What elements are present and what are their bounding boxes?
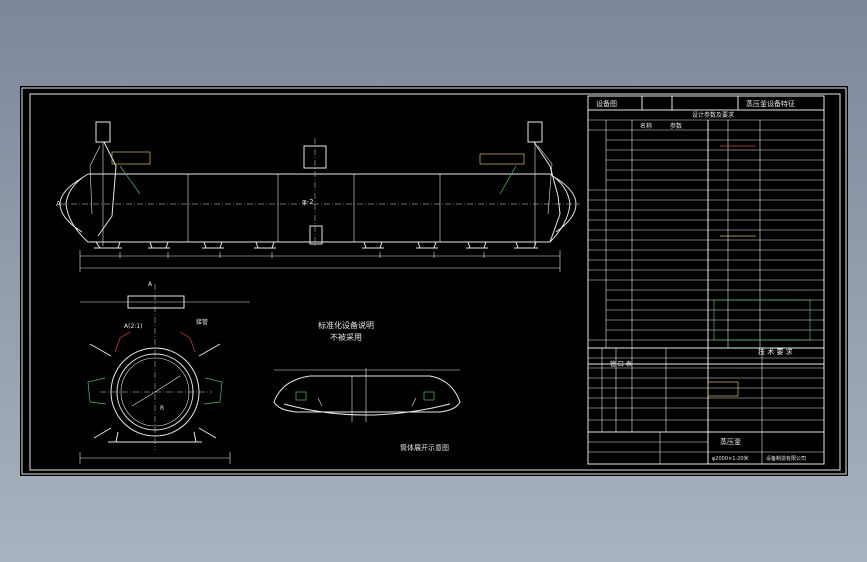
saddle-supports [94,241,538,249]
left-hatch-detail [111,151,151,165]
autoclave-cross-section-view: A A(2:1) 接管 R [79,281,250,464]
technical-notes-title: 技 术 要 求 [758,347,793,356]
shell-developed-view: 标准化设备说明 不被采用 筒体展开示意图 [273,320,461,452]
sheet-inner-border [29,93,841,471]
right-door-crane-post [527,121,543,143]
view-marker-top: A [148,281,153,288]
section-title-sub: 不被采用 [330,332,362,342]
cad-drawing-sheet[interactable]: φ-2 A [20,86,848,476]
table-col-b: 参数 [670,122,682,130]
drawing-canvas: φ-2 A [21,87,847,475]
title-block-drawing-number: φ2000×1-20米 [712,455,749,462]
nozzle-table: 管 口 表 [587,347,825,433]
title-block-company: 设备制造有限公司 [766,455,806,462]
door-lifting-beam [127,295,185,309]
table-header-left: 设备图 [596,99,617,108]
view-scale-label: A(2:1) [124,323,142,330]
table-col-a: 名称 [640,122,652,130]
nozzle-label: φ-2 [302,198,314,206]
title-block-name: 蒸压釜 [720,437,741,446]
right-hatch-detail [479,153,525,165]
table-subheader: 设计参数及要求 [692,111,734,119]
table-header-right: 蒸压釜设备特征 [746,99,795,108]
section-title-main: 标准化设备说明 [318,320,374,330]
specification-table: 设备图 蒸压釜设备特征 设计参数及要求 名称 参数 技 术 要 求 [587,95,825,365]
sheet-outer-border [21,87,847,475]
nozzle-tag-label: 接管 [196,318,208,326]
title-block: 蒸压釜 φ2000×1-20米 设备制造有限公司 [587,431,825,465]
radius-marker: R [160,405,164,412]
section-marker-a: A [56,200,61,208]
left-door-crane-post [95,121,111,143]
developed-view-caption: 筒体展开示意图 [400,443,449,452]
autoclave-elevation-view: φ-2 A [56,121,580,272]
nozzle-table-title: 管 口 表 [610,360,632,368]
